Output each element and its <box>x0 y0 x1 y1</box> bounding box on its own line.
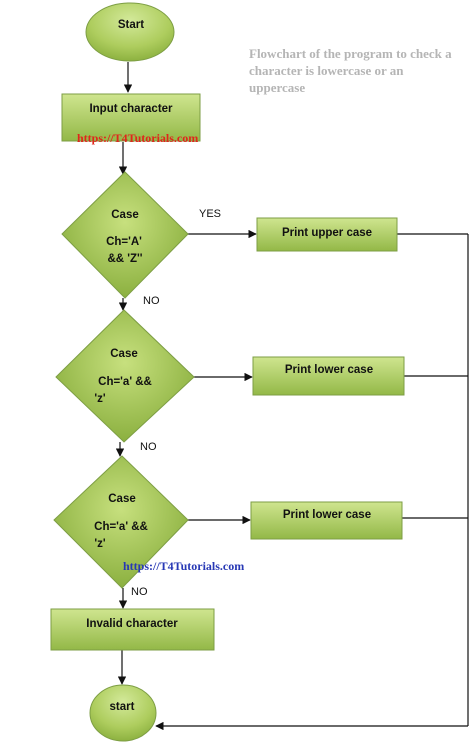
end-node: start <box>89 684 157 742</box>
connectors <box>115 62 469 731</box>
edge-label-yes: YES <box>199 208 221 220</box>
caption-line-2: character is lowercase or an <box>249 63 404 78</box>
case3-line2: Ch='a' && <box>94 521 148 533</box>
print-lower-node-2: Print lower case <box>250 501 403 540</box>
watermark-top: https://T4Tutorials.com <box>77 131 198 145</box>
edge-label-no-1: NO <box>143 295 160 307</box>
case1-line3: && 'Z'' <box>107 253 142 265</box>
print-upper-node: Print upper case <box>256 217 398 252</box>
edge-label-no-2: NO <box>140 441 157 453</box>
case2-line1: Case <box>110 348 138 360</box>
print-lower-label-2: Print lower case <box>283 509 371 521</box>
case2-line3: 'z' <box>94 393 105 405</box>
print-lower-label-1: Print lower case <box>285 364 373 376</box>
input-label: Input character <box>89 103 173 115</box>
invalid-node: Invalid character <box>50 608 215 651</box>
watermark-bottom: https://T4Tutorials.com <box>123 559 244 573</box>
edge-label-no-3: NO <box>131 586 148 598</box>
caption-line-1: Flowchart of the program to check a <box>249 46 452 61</box>
caption-line-3: uppercase <box>249 80 305 95</box>
print-upper-label: Print upper case <box>282 227 372 239</box>
case3-line1: Case <box>108 493 136 505</box>
case3-line3: 'z' <box>94 538 105 550</box>
print-lower-node-1: Print lower case <box>252 356 405 396</box>
start-label: Start <box>118 19 144 31</box>
case2-line2: Ch='a' && <box>98 376 152 388</box>
case1-line2: Ch='A' <box>106 236 142 248</box>
input-node: Input character <box>61 93 201 142</box>
case1-line1: Case <box>111 209 139 221</box>
end-label: start <box>110 701 135 713</box>
decision-case1: Case Ch='A' && 'Z'' <box>61 171 189 299</box>
start-node: Start <box>85 2 175 62</box>
decision-case3: Case Ch='a' && 'z' <box>53 455 189 589</box>
invalid-label: Invalid character <box>86 618 178 630</box>
decision-case2: Case Ch='a' && 'z' <box>55 309 195 443</box>
